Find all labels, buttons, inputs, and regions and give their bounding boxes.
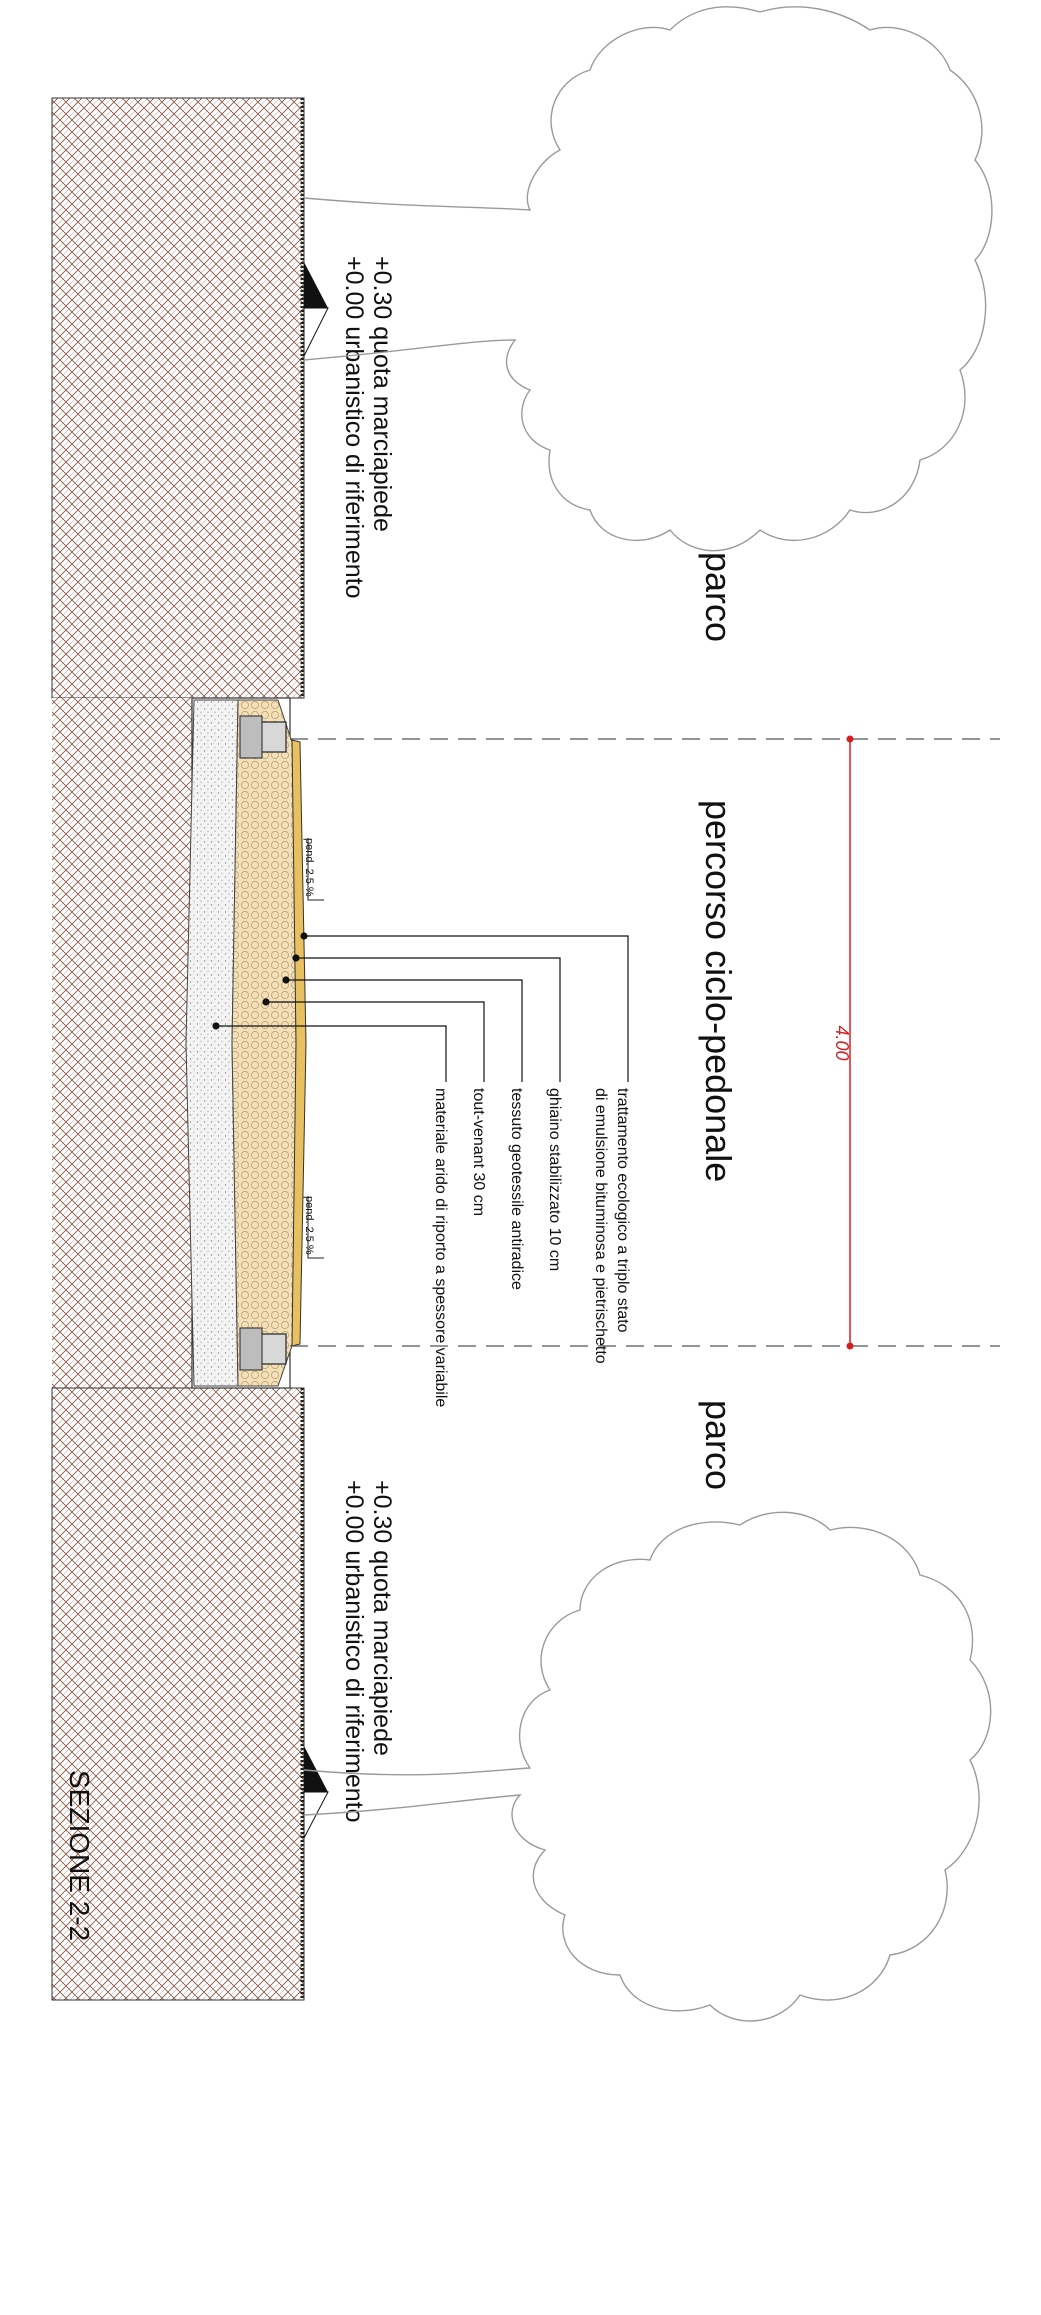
level-bottom-line1: +0.30 quota marciapiede xyxy=(368,1480,396,1756)
leader-1 xyxy=(304,935,629,1082)
layer-leaders xyxy=(212,932,629,1082)
level-marker-bottom: +0.30 quota marciapiede +0.00 urbanistic… xyxy=(303,1480,396,1839)
section-title: SEZIONE 2-2 xyxy=(64,1770,95,1941)
level-top-line2: +0.00 urbanistico di riferimento xyxy=(340,256,368,599)
level-triangle-top xyxy=(304,262,328,308)
layer-notes: trattamento ecologico a triplo stato di … xyxy=(432,1088,631,1407)
tout-venant-layer xyxy=(185,699,239,1387)
level-marker-top: +0.30 quota marciapiede +0.00 urbanistic… xyxy=(303,256,396,599)
ground-section xyxy=(51,97,305,2001)
ground-middle xyxy=(52,698,192,1418)
slope-label-bottom: pend. 2.5 % xyxy=(303,1196,324,1259)
ground-bottom xyxy=(51,1387,305,2001)
curb-top-base xyxy=(239,715,263,759)
leader-4 xyxy=(266,1001,485,1082)
leader-3 xyxy=(286,979,523,1082)
curb-bottom-base xyxy=(239,1327,263,1371)
layer-note-3: ghiaino stabilizzato 10 cm xyxy=(546,1088,563,1271)
leader-2 xyxy=(296,957,561,1082)
dimension-tick-top xyxy=(846,735,854,743)
slope-top-text: pend. 2.5 % xyxy=(303,838,315,897)
park-label-top: parco xyxy=(698,552,739,642)
layer-note-4: tessuto geotessile antiradice xyxy=(508,1088,525,1290)
layer-note-1: trattamento ecologico a triplo stato xyxy=(614,1088,631,1333)
slope-label-top: pend. 2.5 % xyxy=(303,838,324,901)
dimension-value: 4.00 xyxy=(832,1025,852,1060)
layer-note-2: di emulsione bituminosa e pietrischetto xyxy=(592,1088,609,1364)
ground-top xyxy=(51,97,305,699)
tree-bottom xyxy=(303,1511,992,2022)
pavement-layers xyxy=(185,697,307,1389)
slope-top-arrow xyxy=(307,838,324,901)
gravel-layer xyxy=(231,699,297,1387)
level-top-line1: +0.30 quota marciapiede xyxy=(368,256,396,532)
leader-5 xyxy=(216,1025,447,1082)
level-bottom-line2: +0.00 urbanistico di riferimento xyxy=(340,1480,368,1823)
slope-bottom-text: pend. 2.5 % xyxy=(303,1196,315,1255)
width-dimension: 4.00 xyxy=(832,735,854,1350)
park-label-bottom: parco xyxy=(698,1400,739,1490)
level-triangle-bottom xyxy=(304,1746,328,1792)
path-label: percorso ciclo-pedonale xyxy=(698,800,739,1182)
tree-top xyxy=(303,6,993,552)
layer-note-6: materiale arido di riporto a spessore va… xyxy=(432,1088,449,1407)
surface-layer xyxy=(291,739,307,1347)
dimension-tick-bottom xyxy=(846,1342,854,1350)
layer-note-5: tout-venant 30 cm xyxy=(470,1088,487,1216)
level-triangle-top-outline xyxy=(303,307,329,357)
slope-bottom-arrow xyxy=(307,1196,324,1259)
